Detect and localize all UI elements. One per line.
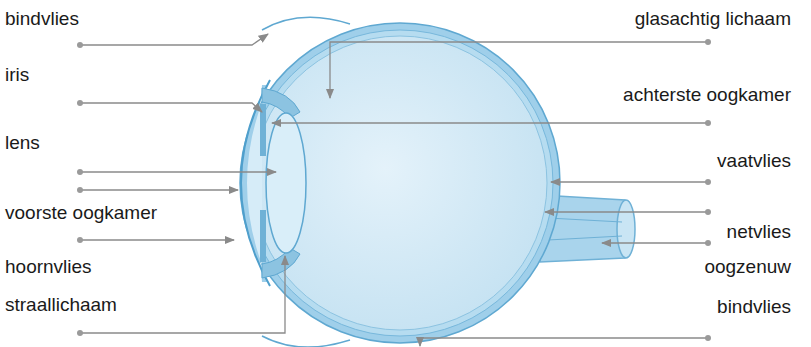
conjunctiva [262, 17, 350, 30]
part-label: straallichaam [5, 294, 117, 316]
part-label: achterste oogkamer [623, 84, 791, 106]
optic-nerve-end [617, 200, 635, 258]
leader-dots [77, 39, 711, 341]
part-label: bindvlies [5, 8, 79, 30]
part-label: oogzenuw [704, 256, 791, 278]
part-label: netvlies [727, 221, 791, 243]
part-label: hoornvlies [5, 256, 92, 278]
ciliary-body [262, 88, 300, 118]
part-label: vaatvlies [717, 150, 791, 172]
lens [266, 113, 306, 253]
part-label: glasachtig lichaam [635, 8, 791, 30]
sclera [240, 23, 560, 343]
part-label: bindvlies [717, 296, 791, 318]
part-label: iris [5, 64, 29, 86]
leader-lines [80, 34, 708, 346]
choroid [247, 30, 553, 336]
part-label: lens [5, 132, 40, 154]
part-label: voorste oogkamer [5, 202, 157, 224]
vitreous-body [253, 36, 547, 330]
anterior-chamber [247, 92, 266, 275]
